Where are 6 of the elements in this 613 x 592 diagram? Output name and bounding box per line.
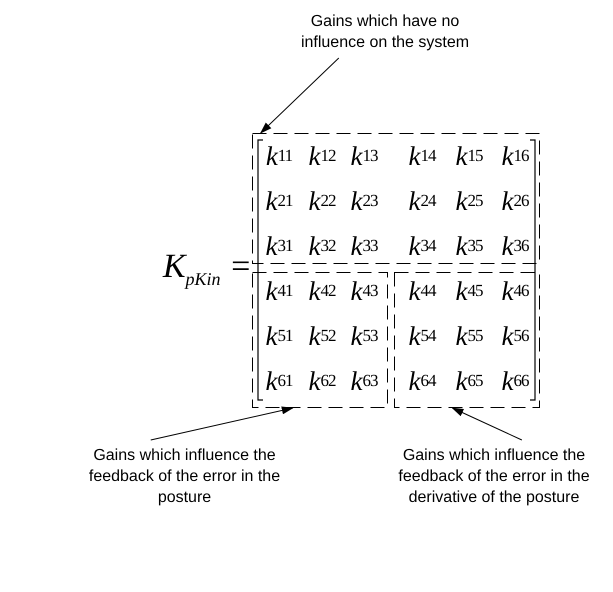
annotation-text: Gains which influence the feedback of the error in the derivative of the posture xyxy=(397,446,591,508)
arrow xyxy=(260,58,340,134)
annotation-text: Gains which have no influence on the system xyxy=(300,12,470,53)
arrow xyxy=(452,408,522,440)
annotation-text: Gains which influence the feedback of the error in the posture xyxy=(88,446,282,508)
arrow xyxy=(150,406,294,440)
